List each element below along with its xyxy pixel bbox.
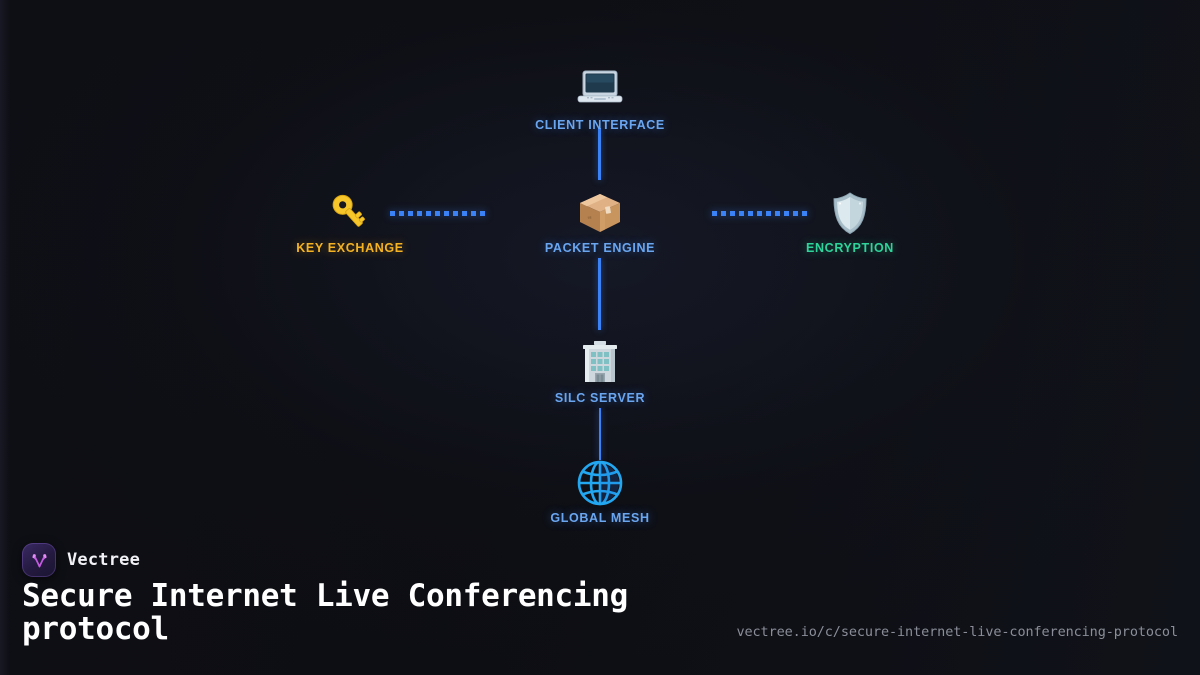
source-url: vectree.io/c/secure-internet-live-confer… bbox=[736, 624, 1178, 640]
node-encryption[interactable]: ENCRYPTION bbox=[750, 185, 950, 256]
shield-icon bbox=[750, 185, 950, 237]
node-label: KEY EXCHANGE bbox=[296, 241, 404, 255]
node-packet-engine[interactable]: ᵾᵵ PACKET ENGINE bbox=[500, 185, 700, 256]
connector-packet-to-encryption bbox=[712, 211, 808, 216]
node-label: CLIENT INTERFACE bbox=[535, 118, 665, 132]
page-title: Secure Internet Live Conferencing protoc… bbox=[22, 578, 628, 647]
office-building-icon bbox=[500, 335, 700, 387]
node-label: GLOBAL MESH bbox=[550, 511, 650, 525]
node-client-interface[interactable]: CLIENT INTERFACE bbox=[500, 62, 700, 133]
connector-packet-to-silc bbox=[598, 258, 601, 330]
globe-meridians-icon bbox=[500, 455, 700, 507]
brand-name: Vectree bbox=[67, 550, 141, 570]
connector-key-to-packet bbox=[390, 211, 489, 216]
key-icon bbox=[250, 185, 450, 237]
node-label: PACKET ENGINE bbox=[544, 241, 656, 255]
svg-text:ᵾᵵ: ᵾᵵ bbox=[588, 215, 593, 221]
node-label: SILC SERVER bbox=[554, 391, 646, 405]
node-silc-server[interactable]: SILC SERVER bbox=[500, 335, 700, 406]
node-label: ENCRYPTION bbox=[806, 241, 894, 255]
node-global-mesh[interactable]: GLOBAL MESH bbox=[500, 455, 700, 526]
connector-client-to-packet bbox=[598, 128, 601, 180]
vectree-branch-logo-icon bbox=[22, 543, 56, 577]
brand-row: Vectree bbox=[22, 543, 140, 577]
laptop-icon bbox=[500, 62, 700, 114]
package-box-icon: ᵾᵵ bbox=[500, 185, 700, 237]
node-key-exchange[interactable]: KEY EXCHANGE bbox=[250, 185, 450, 256]
connector-silc-to-mesh bbox=[598, 408, 601, 460]
